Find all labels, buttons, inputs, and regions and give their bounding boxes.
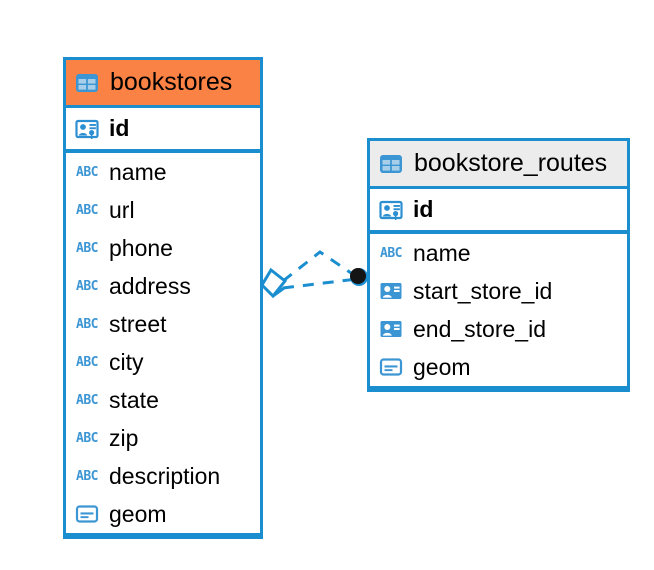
text-abc-icon: ABC bbox=[380, 245, 402, 261]
field-row-name[interactable]: ABC name bbox=[66, 153, 260, 191]
field-row-street[interactable]: ABC street bbox=[66, 305, 260, 343]
text-abc-icon: ABC bbox=[76, 164, 98, 180]
entity-bookstore-routes-header[interactable]: bookstore_routes bbox=[370, 141, 627, 189]
foreign-key-icon bbox=[378, 278, 404, 304]
relationship-line-upper bbox=[282, 250, 358, 283]
field-row-address[interactable]: ABC address bbox=[66, 267, 260, 305]
field-row-description[interactable]: ABC description bbox=[66, 457, 260, 495]
foreign-key-icon bbox=[378, 316, 404, 342]
field-row-city[interactable]: ABC city bbox=[66, 343, 260, 381]
field-label-id: id bbox=[413, 196, 434, 222]
text-abc-icon: ABC bbox=[76, 278, 98, 294]
text-abc-icon: ABC bbox=[76, 316, 98, 332]
field-row-url[interactable]: ABC url bbox=[66, 191, 260, 229]
relationship-line-lower bbox=[282, 277, 358, 290]
geometry-icon bbox=[74, 501, 100, 527]
field-row-geom[interactable]: geom bbox=[66, 495, 260, 533]
geometry-icon bbox=[378, 354, 404, 380]
entity-bookstores[interactable]: bookstores id ABC name bbox=[63, 57, 263, 539]
field-label-geom: geom bbox=[413, 353, 471, 380]
table-icon bbox=[378, 151, 404, 177]
field-row-name[interactable]: ABC name bbox=[370, 234, 627, 272]
field-row-start-store-id[interactable]: start_store_id bbox=[370, 272, 627, 310]
field-label-street: street bbox=[109, 310, 167, 337]
field-label-phone: phone bbox=[109, 234, 173, 261]
field-row-end-store-id[interactable]: end_store_id bbox=[370, 310, 627, 348]
field-label-name: name bbox=[109, 158, 167, 185]
table-icon bbox=[74, 70, 100, 96]
field-row-id[interactable]: id bbox=[66, 108, 260, 153]
text-abc-icon: ABC bbox=[76, 468, 98, 484]
diamond-marker bbox=[260, 267, 288, 299]
primary-key-icon bbox=[74, 116, 100, 142]
field-label-name: name bbox=[413, 239, 471, 266]
entity-bookstores-header[interactable]: bookstores bbox=[66, 60, 260, 108]
field-label-address: address bbox=[109, 272, 191, 299]
text-abc-icon: ABC bbox=[76, 392, 98, 408]
field-row-state[interactable]: ABC state bbox=[66, 381, 260, 419]
primary-key-icon bbox=[378, 197, 404, 223]
field-row-id[interactable]: id bbox=[370, 189, 627, 234]
entity-bookstores-title: bookstores bbox=[110, 68, 233, 96]
field-label-geom: geom bbox=[109, 500, 167, 527]
text-abc-icon: ABC bbox=[76, 430, 98, 446]
field-label-description: description bbox=[109, 462, 221, 489]
field-row-zip[interactable]: ABC zip bbox=[66, 419, 260, 457]
field-label-end-store-id: end_store_id bbox=[413, 315, 546, 342]
entity-bookstore-routes-title: bookstore_routes bbox=[414, 149, 608, 177]
field-label-state: state bbox=[109, 386, 159, 413]
field-label-id: id bbox=[109, 115, 130, 141]
field-label-zip: zip bbox=[109, 424, 139, 451]
field-row-geom[interactable]: geom bbox=[370, 348, 627, 386]
text-abc-icon: ABC bbox=[76, 354, 98, 370]
filled-circle-marker bbox=[350, 268, 368, 286]
field-label-url: url bbox=[109, 196, 135, 223]
field-label-city: city bbox=[109, 348, 144, 375]
field-label-start-store-id: start_store_id bbox=[413, 277, 553, 304]
entity-bookstore-routes[interactable]: bookstore_routes id ABC name bbox=[367, 138, 630, 392]
field-row-phone[interactable]: ABC phone bbox=[66, 229, 260, 267]
text-abc-icon: ABC bbox=[76, 240, 98, 256]
text-abc-icon: ABC bbox=[76, 202, 98, 218]
